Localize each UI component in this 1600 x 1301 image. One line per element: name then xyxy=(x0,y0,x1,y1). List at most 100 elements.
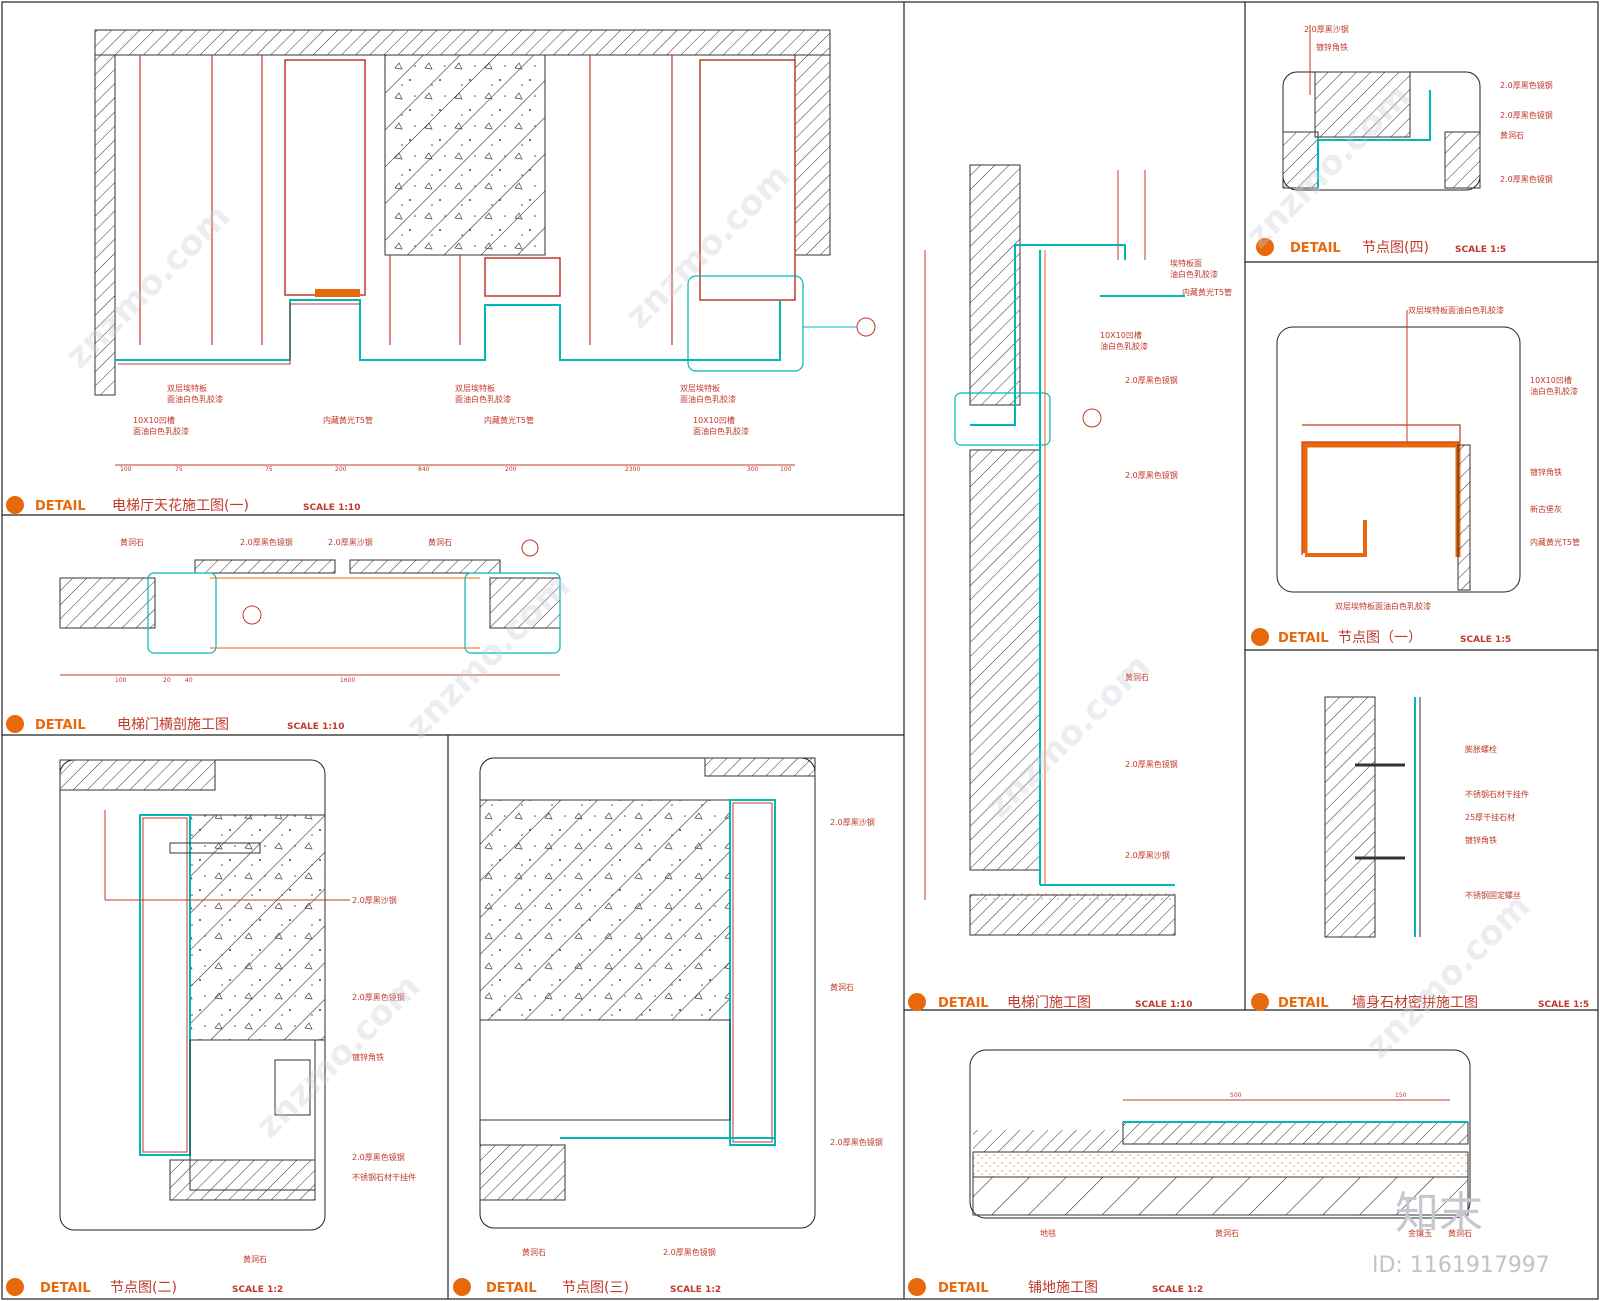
label-text: 镀锌角铁 xyxy=(1316,42,1348,52)
door-section-drawing xyxy=(59,539,561,676)
label-text: 油白色乳胶漆 xyxy=(1530,386,1578,396)
ceiling-dimensions: 100 75 75 200 840 200 2300 300 100 xyxy=(120,466,792,473)
label-text: 黄洞石 xyxy=(120,537,144,547)
dim-text: 150 xyxy=(1395,1092,1407,1099)
label-text: 新古堡灰 xyxy=(1530,504,1562,514)
label-text: 镀锌角铁 xyxy=(352,1052,384,1062)
brand-logo-text: 知末 xyxy=(1395,1188,1483,1239)
scale-label: SCALE 1:10 xyxy=(287,722,344,732)
label-text: 25厚干挂石材 xyxy=(1465,812,1515,822)
panel-title-06: DETAIL 铺地施工图 SCALE 1:2 xyxy=(908,1278,1203,1296)
label-text: 膨胀螺栓 xyxy=(1465,744,1497,754)
label-text: 双层埃特板 xyxy=(455,383,495,393)
panel-title-03: DETAIL 节点图(二) SCALE 1:2 xyxy=(6,1278,283,1296)
ceiling-labels: 双层埃特板 面油白色乳胶漆 10X10凹槽 面油白色乳胶漆 内藏黄光T5管 双层… xyxy=(133,383,749,436)
panel-title: 墙身石材密拼施工图 xyxy=(1352,994,1478,1011)
label-text: 黄洞石 xyxy=(1500,130,1524,140)
label-text: 2.0厚黑色镜钢 xyxy=(1500,174,1553,184)
door-elevation-drawing xyxy=(924,164,1185,936)
label-text: 面油白色乳胶漆 xyxy=(693,426,749,436)
detail-label: DETAIL xyxy=(938,996,989,1011)
label-text: 2.0厚黑色镜钢 xyxy=(1125,375,1178,385)
detail-label: DETAIL xyxy=(40,1281,91,1296)
panel-title: 电梯厅天花施工图(一) xyxy=(112,498,249,514)
panel-title: 节点图（一） xyxy=(1338,630,1422,646)
dim-text: 100 xyxy=(780,466,792,473)
dim-text: 100 xyxy=(115,677,127,684)
label-text: 黄洞石 xyxy=(1215,1228,1239,1238)
label-text: 2.0厚黑沙钢 xyxy=(830,817,875,827)
dim-text: 840 xyxy=(418,466,430,473)
node1-labels: 双层埃特板面油白色乳胶漆 10X10凹槽 油白色乳胶漆 镀锌角铁 新古堡灰 内藏… xyxy=(1335,305,1580,611)
scale-label: SCALE 1:2 xyxy=(670,1285,721,1295)
label-text: 油白色乳胶漆 xyxy=(1100,341,1148,351)
label-text: 黄洞石 xyxy=(1448,1228,1472,1238)
panel-title-07: DETAIL 节点图(四) SCALE 1:5 xyxy=(1256,238,1506,256)
scale-label: SCALE 1:5 xyxy=(1538,1000,1589,1010)
detail-label: DETAIL xyxy=(1278,996,1329,1011)
label-text: 金镶玉 xyxy=(1408,1228,1432,1238)
label-text: 2.0厚黑色镜钢 xyxy=(1125,470,1178,480)
label-text: 双层埃特板面油白色乳胶漆 xyxy=(1408,305,1504,315)
node2-labels: 2.0厚黑沙钢 2.0厚黑色镜钢 镀锌角铁 2.0厚黑色镜钢 不锈钢石材干挂件 … xyxy=(243,895,416,1264)
node4-labels: 2.0厚黑沙钢 镀锌角铁 2.0厚黑色镜钢 2.0厚黑色镜钢 黄洞石 2.0厚黑… xyxy=(1304,24,1553,184)
detail-label: DETAIL xyxy=(486,1281,537,1296)
watermark-text: znzmo.com xyxy=(1358,886,1538,1066)
label-text: 内藏黄光T5管 xyxy=(1530,537,1580,547)
label-text: 2.0厚黑色镜钢 xyxy=(1500,110,1553,120)
node1-drawing xyxy=(1276,310,1521,593)
ceiling-section-drawing xyxy=(94,29,876,466)
floor-labels: 500 150 地毯 黄洞石 金镶玉 黄洞石 xyxy=(1040,1092,1472,1238)
label-text: 地毯 xyxy=(1040,1228,1056,1238)
panel-title: 节点图(四) xyxy=(1362,240,1429,256)
panel-title-05: DETAIL 电梯门施工图 SCALE 1:10 xyxy=(908,993,1192,1011)
dim-text: 75 xyxy=(265,466,273,473)
label-text: 面油白色乳胶漆 xyxy=(167,394,223,404)
watermark-text: znzmo.com xyxy=(618,156,798,336)
detail-label: DETAIL xyxy=(35,718,86,733)
label-text: 2.0厚黑沙钢 xyxy=(328,537,373,547)
detail-label: DETAIL xyxy=(938,1281,989,1296)
scale-label: SCALE 1:5 xyxy=(1455,245,1506,255)
label-text: 黄洞石 xyxy=(243,1254,267,1264)
detail-label: DETAIL xyxy=(1278,631,1329,646)
floor-drawing xyxy=(969,1049,1471,1219)
label-text: 双层埃特板面油白色乳胶漆 xyxy=(1335,601,1431,611)
scale-label: SCALE 1:5 xyxy=(1460,635,1511,645)
panel-title: 铺地施工图 xyxy=(1028,1280,1098,1296)
dim-text: 20 xyxy=(163,677,171,684)
label-text: 埃特板面 xyxy=(1170,258,1202,268)
node3-drawing xyxy=(479,757,816,1229)
brand-mark: 知末 ID: 1161917997 xyxy=(1372,1188,1550,1278)
door-elevation-labels: 埃特板面 油白色乳胶漆 内藏黄光T5管 10X10凹槽 油白色乳胶漆 2.0厚黑… xyxy=(1100,258,1232,860)
image-id-text: ID: 1161917997 xyxy=(1372,1253,1550,1278)
label-text: 双层埃特板 xyxy=(680,383,720,393)
panel-title: 节点图(三) xyxy=(562,1280,629,1296)
label-text: 2.0厚黑沙钢 xyxy=(352,895,397,905)
watermark-text: znzmo.com xyxy=(58,196,238,376)
label-text: 不锈钢石材干挂件 xyxy=(1465,789,1529,799)
panel-title-02: DETAIL 电梯门横剖施工图 SCALE 1:10 xyxy=(6,715,344,733)
label-text: 面油白色乳胶漆 xyxy=(680,394,736,404)
label-text: 2.0厚黑色镜钢 xyxy=(352,992,405,1002)
label-text: 不锈钢石材干挂件 xyxy=(352,1172,416,1182)
label-text: 10X10凹槽 xyxy=(1530,375,1572,385)
node4-drawing xyxy=(1282,25,1481,191)
panel-title-08: DETAIL 节点图（一） SCALE 1:5 xyxy=(1251,628,1511,646)
label-text: 10X10凹槽 xyxy=(1100,330,1142,340)
label-text: 面油白色乳胶漆 xyxy=(133,426,189,436)
label-text: 2.0厚黑色镜钢 xyxy=(663,1247,716,1257)
scale-label: SCALE 1:10 xyxy=(1135,1000,1192,1010)
dim-text: 100 xyxy=(120,466,132,473)
label-text: 镀锌角铁 xyxy=(1530,467,1562,477)
label-text: 双层埃特板 xyxy=(167,383,207,393)
label-text: 2.0厚黑沙钢 xyxy=(1125,850,1170,860)
label-text: 面油白色乳胶漆 xyxy=(455,394,511,404)
watermark-text: znzmo.com xyxy=(398,566,578,746)
label-text: 黄洞石 xyxy=(1125,672,1149,682)
dim-text: 200 xyxy=(335,466,347,473)
label-text: 2.0厚黑色镜钢 xyxy=(1500,80,1553,90)
dim-text: 1600 xyxy=(340,677,355,684)
scale-label: SCALE 1:2 xyxy=(1152,1285,1203,1295)
label-text: 内藏黄光T5管 xyxy=(1182,287,1232,297)
